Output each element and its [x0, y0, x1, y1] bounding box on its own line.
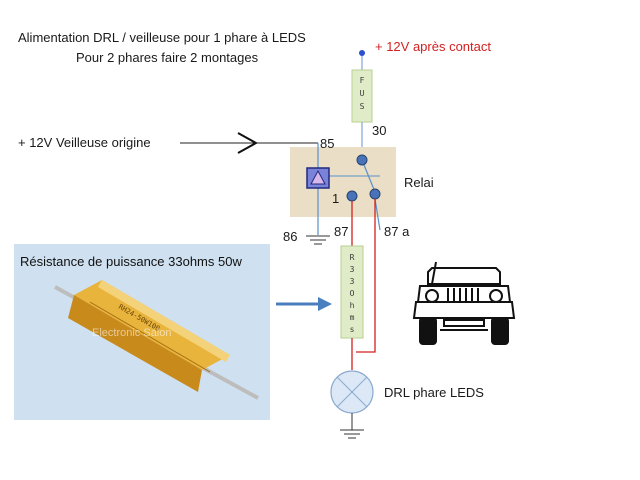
- resistor-letter: s: [350, 325, 355, 334]
- pin-30-label: 30: [372, 123, 386, 138]
- contact-30: [356, 154, 368, 166]
- veilleuse-label: + 12V Veilleuse origine: [18, 135, 151, 150]
- pin-1-label: 1: [332, 191, 339, 206]
- pin-85-label: 85: [320, 136, 334, 151]
- ground-86-icon: [306, 235, 330, 245]
- veilleuse-arrow-icon: [237, 132, 259, 154]
- resistor-letter: h: [350, 301, 355, 310]
- photo-watermark: Electronic Salon: [92, 327, 172, 339]
- pin-87a-label: 87 a: [384, 224, 410, 239]
- fuse-letter: S: [360, 102, 365, 111]
- relay-label: Relai: [404, 175, 434, 190]
- drl-label: DRL phare LEDS: [384, 385, 484, 400]
- contact-87a: [369, 188, 381, 200]
- drl-lamp-icon: [330, 370, 374, 414]
- resistor-letter: 3: [350, 277, 355, 286]
- relay-body: [290, 147, 396, 217]
- supply-label: + 12V après contact: [375, 39, 491, 54]
- fuse-letter: F: [360, 76, 365, 85]
- resistor-letter: O: [350, 289, 355, 298]
- title-line-1: Alimentation DRL / veilleuse pour 1 phar…: [18, 30, 306, 45]
- resistor-letter: R: [350, 253, 355, 262]
- resistor-letter: 3: [350, 265, 355, 274]
- blue-arrow: [276, 297, 332, 311]
- pin-87-label: 87: [334, 224, 348, 239]
- relay-coil-icon: [306, 167, 330, 189]
- contact-87: [346, 190, 358, 202]
- jeep-icon: [412, 261, 516, 345]
- resistor-caption: Résistance de puissance 33ohms 50w: [20, 254, 242, 269]
- supply-terminal: [359, 50, 365, 56]
- pin-86-label: 86: [283, 229, 297, 244]
- red-wire-87a: [356, 199, 376, 353]
- ground-lamp-icon: [340, 429, 364, 439]
- fuse-letter: U: [360, 89, 365, 98]
- resistor-letter: m: [350, 313, 355, 322]
- title-line-2: Pour 2 phares faire 2 montages: [76, 50, 259, 65]
